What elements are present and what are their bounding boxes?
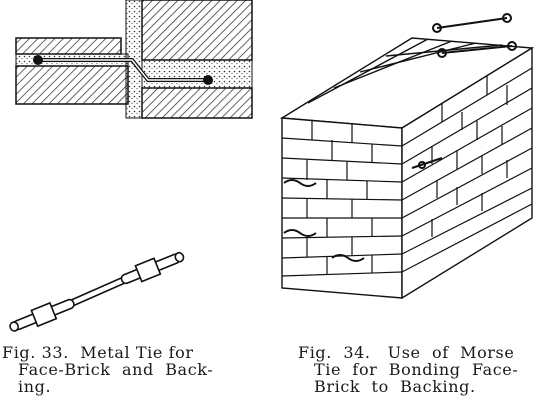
fig33-caption: Fig. 33. Metal Tie for Face-Brick and Ba… — [2, 344, 264, 395]
fig33-caption-line: Fig. 33. Metal Tie for — [2, 343, 194, 362]
fig34-caption-line: Tie for Bonding Face- — [314, 360, 519, 379]
fig34-brick-wall-drawing — [279, 13, 535, 300]
fig33-wall-section-drawing — [15, 0, 253, 119]
fig34-caption-line: Brick to Backing. — [314, 377, 476, 396]
fig33-caption-line: Face-Brick and Back- — [18, 360, 214, 379]
fig33-metal-tie-drawing — [9, 251, 185, 332]
fig34-caption: Fig. 34. Use of Morse Tie for Bonding Fa… — [298, 344, 542, 395]
fig33-caption-line: ing. — [18, 377, 52, 396]
fig34-caption-line: Fig. 34. Use of Morse — [298, 343, 515, 362]
